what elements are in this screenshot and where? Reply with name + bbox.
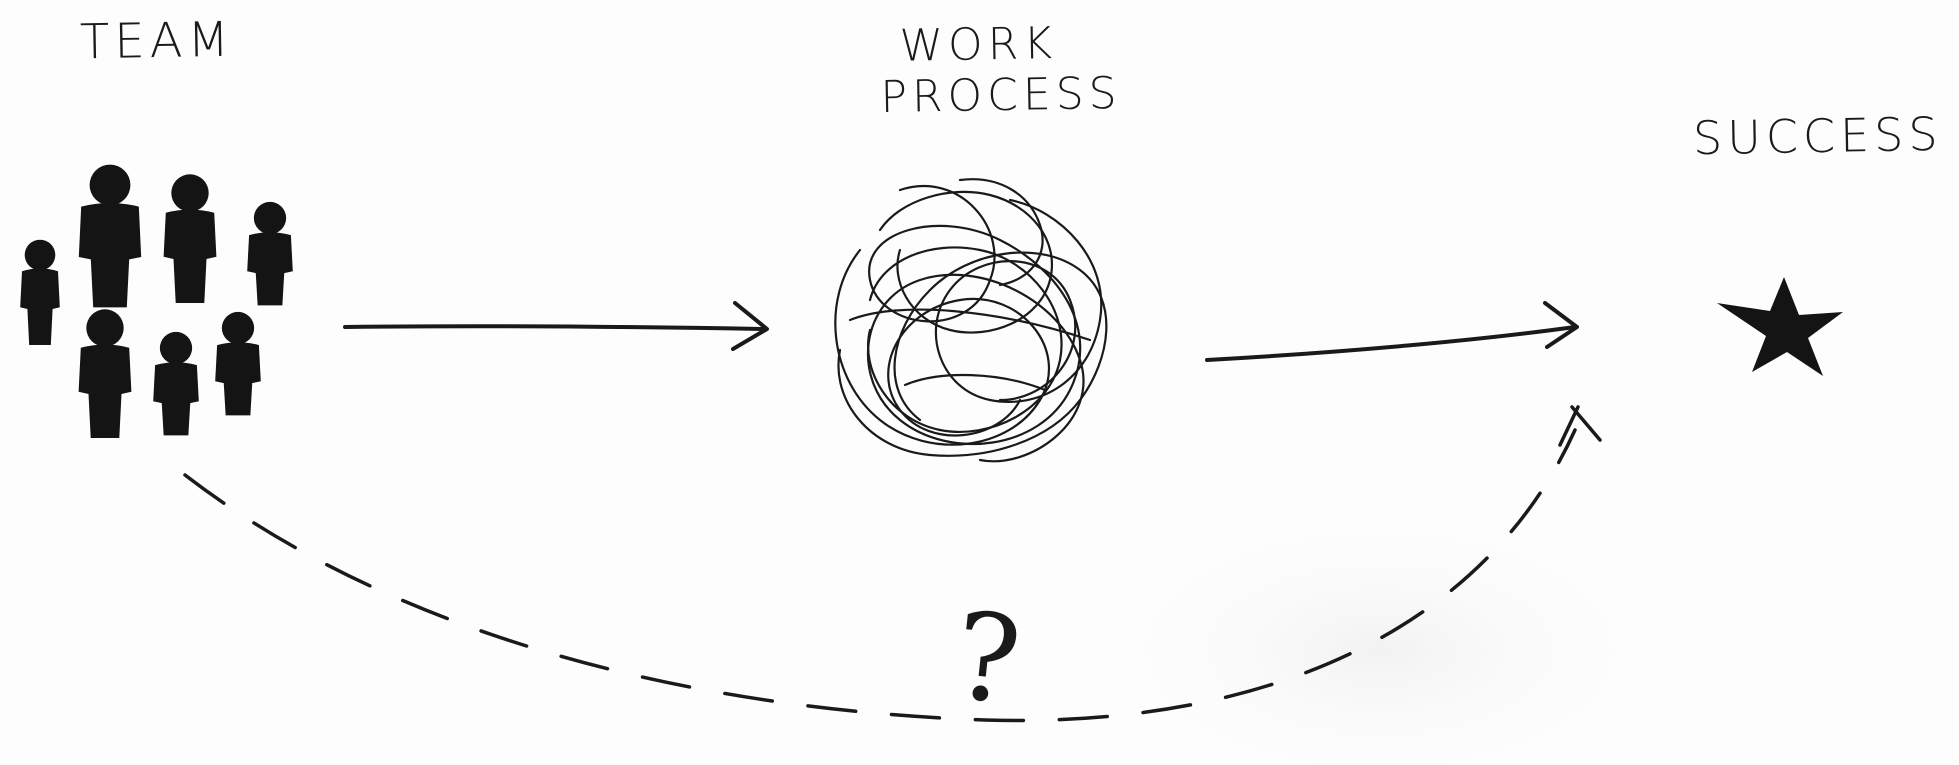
person-figure (79, 309, 132, 438)
success-label: SUCCESS (1693, 108, 1943, 165)
arrow-to-success (1207, 303, 1577, 360)
question-mark: ? (949, 597, 1026, 723)
person-figure (20, 240, 60, 345)
work-process-label-line1: WORK (879, 18, 1121, 73)
person-figure (164, 174, 217, 303)
team-label: TEAM (80, 13, 235, 71)
person-figure (247, 202, 293, 306)
person-figure (79, 165, 141, 308)
work-process-label-line2: PROCESS (880, 68, 1122, 123)
tangled-scribble-icon (835, 179, 1106, 461)
star-icon (1717, 277, 1843, 376)
arrow-to-process (345, 303, 767, 349)
people-group-icon (20, 165, 293, 438)
person-figure (215, 312, 261, 416)
person-figure (153, 332, 199, 436)
work-process-label: WORK PROCESS (879, 18, 1122, 123)
paper-shadow (1080, 500, 1680, 765)
